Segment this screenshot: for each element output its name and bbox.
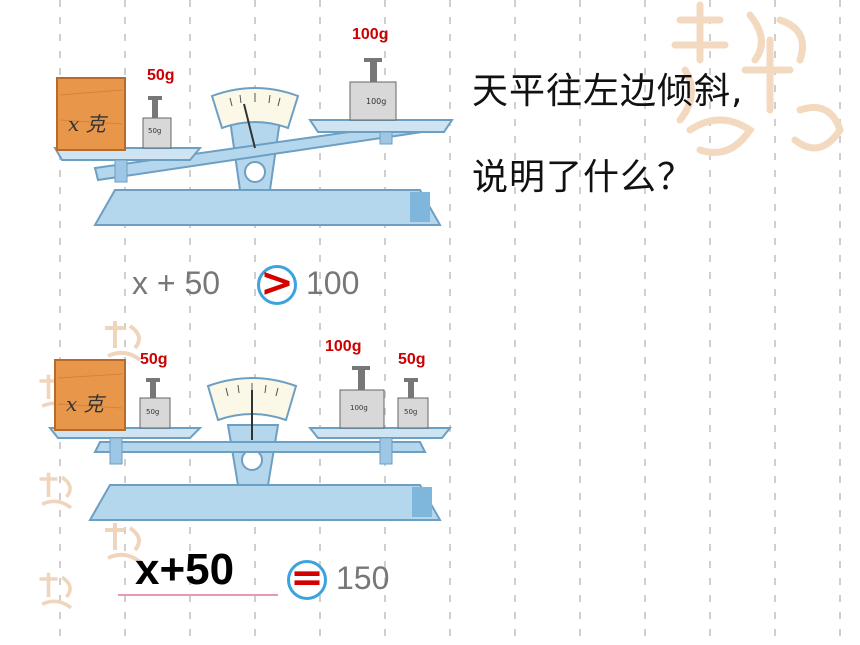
balance-scale-level-illustration xyxy=(47,359,453,521)
right-weight-label: 100g xyxy=(352,26,389,43)
question-line-2: 说明了什么？ xyxy=(472,157,695,198)
bottom-right-weight-label-1: 100g xyxy=(325,338,362,355)
small-seal-stamp-1 xyxy=(105,321,142,362)
balance-scale-illustration xyxy=(53,58,454,226)
seal-stamp-decoration xyxy=(671,1,844,156)
bottom-left-weight-tag: 50g xyxy=(146,408,160,416)
top-expression-right: 100 xyxy=(306,265,360,301)
left-weight-label: 50g xyxy=(147,67,175,84)
balance-scale-level: x 克 50g 100g 50g 50g 100g 50g xyxy=(0,330,470,540)
bottom-right-weight-label-2: 50g xyxy=(398,351,426,368)
answer-expression: x+50 xyxy=(135,545,235,594)
bottom-expression-right: 150 xyxy=(336,560,390,596)
small-seal-stamp-5 xyxy=(39,572,73,610)
unknown-box-label-bottom: x 克 xyxy=(66,392,104,416)
top-comparison-circle: > xyxy=(257,260,297,306)
answer-underline xyxy=(118,594,278,596)
bottom-left-weight-label: 50g xyxy=(140,351,168,368)
small-seal-stamp-4 xyxy=(105,523,142,564)
greater-than-sign: > xyxy=(260,260,294,306)
small-seal-stamp-3 xyxy=(39,472,73,510)
right-weight-tag: 100g xyxy=(366,97,387,106)
top-expression-left: x + 50 xyxy=(132,265,221,301)
balance-scale-tilted: x 克 50g 100g 50g 100g xyxy=(0,20,470,230)
bottom-comparison-circle: = xyxy=(287,555,327,601)
equals-sign: = xyxy=(290,555,324,601)
small-seal-stamp-2 xyxy=(39,374,73,412)
left-weight-tag: 50g xyxy=(148,127,162,135)
question-line-1: 天平往左边倾斜, xyxy=(472,71,744,112)
bottom-right-weight-tag-1: 100g xyxy=(350,404,368,412)
bottom-right-weight-tag-2: 50g xyxy=(404,408,418,416)
unknown-box-label: x 克 xyxy=(68,112,106,136)
